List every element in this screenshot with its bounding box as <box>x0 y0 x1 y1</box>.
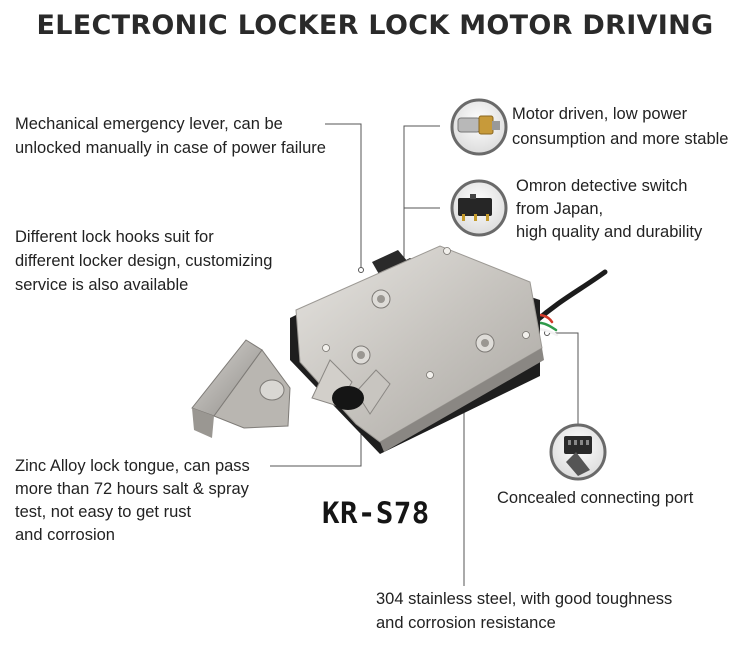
port-bubble <box>549 423 607 481</box>
callout-line: Mechanical emergency lever, can be <box>15 115 283 133</box>
lever-leader-line <box>325 123 362 268</box>
callout-emergency-lever: Mechanical emergency lever, can be unloc… <box>15 112 326 160</box>
callout-steel: 304 stainless steel, with good toughness… <box>376 587 672 635</box>
port-leader-line <box>549 332 579 425</box>
callout-line: unlocked manually in case of power failu… <box>15 139 326 157</box>
callout-line: more than 72 hours salt & spray <box>15 480 249 498</box>
callout-line: different locker design, customizing <box>15 252 273 270</box>
callout-line: Concealed connecting port <box>497 489 694 507</box>
callout-line: and corrosion resistance <box>376 614 556 632</box>
callout-line: consumption and more stable <box>512 130 729 148</box>
callout-switch: Omron detective switch from Japan, high … <box>516 175 702 244</box>
motor-bubble <box>450 98 508 156</box>
callout-zinc-tongue: Zinc Alloy lock tongue, can pass more th… <box>15 455 250 547</box>
callout-lock-hooks: Different lock hooks suit for different … <box>15 225 272 297</box>
callout-line: test, not easy to get rust <box>15 503 192 521</box>
switch-bubble <box>450 179 508 237</box>
callout-line: 304 stainless steel, with good toughness <box>376 590 673 608</box>
tongue-leader-line <box>270 420 362 467</box>
callout-line: and corrosion <box>15 526 115 544</box>
callout-motor: Motor driven, low power consumption and … <box>512 102 728 152</box>
callout-line: Motor driven, low power <box>512 105 688 123</box>
model-number: KR-S78 <box>322 496 430 530</box>
lock-body <box>290 245 544 454</box>
callout-line: Zinc Alloy lock tongue, can pass <box>15 457 250 475</box>
lock-hook <box>191 339 291 438</box>
page-title: ELECTRONIC LOCKER LOCK MOTOR DRIVING <box>36 10 714 41</box>
callout-port: Concealed connecting port <box>497 486 693 510</box>
callout-line: from Japan, <box>516 200 604 218</box>
callout-line: Omron detective switch <box>516 177 688 195</box>
callout-line: Different lock hooks suit for <box>15 228 214 246</box>
lever-leader-dot <box>358 267 364 273</box>
callout-line: service is also available <box>15 276 189 294</box>
callout-line: high quality and durability <box>516 223 703 241</box>
